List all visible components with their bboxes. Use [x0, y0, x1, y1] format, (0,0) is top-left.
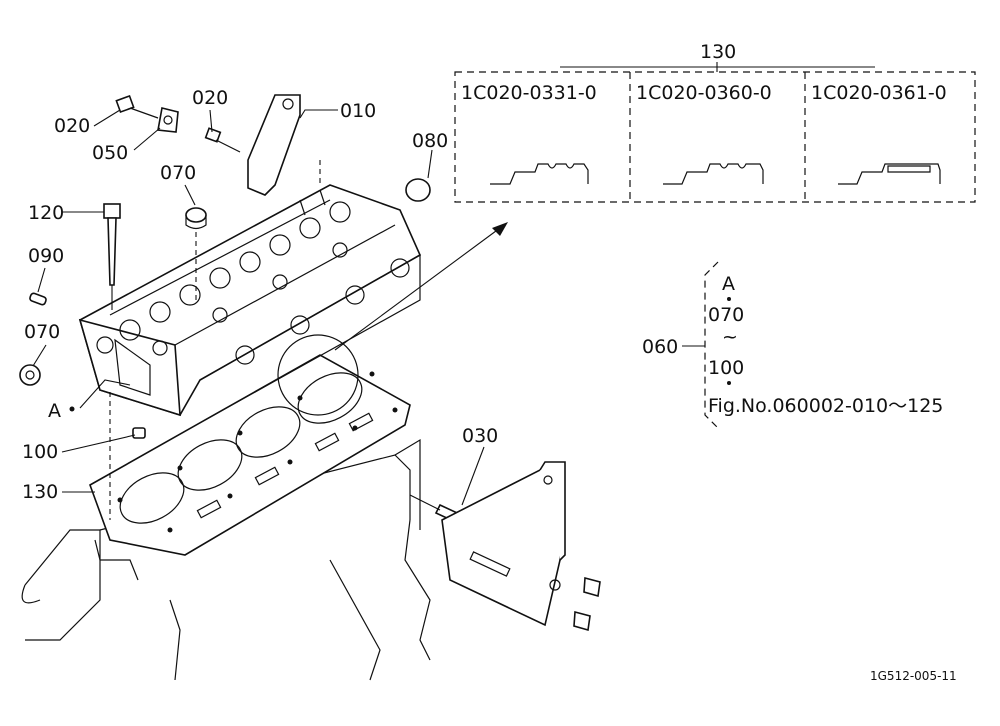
callout-020-right: 020: [192, 87, 228, 109]
callout-010: 010: [340, 100, 376, 122]
callout-090: 090: [28, 245, 64, 267]
callout-a: A: [48, 400, 61, 422]
callout-030: 030: [462, 425, 498, 447]
bolt-020-right: [204, 127, 241, 153]
callout-labels: 010 020 020 050 070 080 120 090 070 A 10…: [22, 41, 736, 503]
plug-080: [405, 178, 431, 202]
kit-060-line-figno: Fig.No.060002-010～125: [708, 395, 943, 417]
kit-060-line-100: 100: [708, 357, 744, 379]
cap-070-top: [185, 207, 207, 230]
bolt-020-left: [115, 94, 159, 119]
variant-3-part-no: 1C020-0361-0: [811, 82, 947, 104]
head-bolt: [103, 203, 121, 310]
gasket-variant-box: 1C020-0331-0 1C020-0360-0 1C020-0361-0: [454, 62, 976, 203]
callout-080: 080: [412, 130, 448, 152]
variant-2-profile: [663, 163, 764, 185]
callout-130-left: 130: [22, 481, 58, 503]
small-bracket: [157, 107, 179, 133]
detail-arrow-line: [334, 227, 501, 351]
kit-060-line-tilde: ~: [722, 326, 738, 348]
leader-lines: [32, 109, 485, 520]
hanger-bracket: [247, 94, 301, 196]
kit-060-line-a: A: [722, 273, 735, 295]
callout-050: 050: [92, 142, 128, 164]
plug-100: [132, 427, 146, 439]
kit-060-bracket: A 070 ~ 100 Fig.No.060002-010～125: [682, 261, 943, 429]
callout-120: 120: [28, 202, 64, 224]
kit-060-line-070: 070: [708, 304, 744, 326]
nut-070-left: [19, 364, 41, 386]
callout-070-left: 070: [24, 321, 60, 343]
head-gasket: [89, 334, 411, 556]
detail-arrow-head: [492, 222, 508, 236]
variant-1-profile: [490, 163, 589, 185]
callout-130-top: 130: [700, 41, 736, 63]
rear-bracket: [441, 461, 601, 632]
variant-1-part-no: 1C020-0331-0: [461, 82, 597, 104]
callout-070-top: 070: [160, 162, 196, 184]
cylinder-head: [78, 184, 422, 421]
callout-020-left: 020: [54, 115, 90, 137]
pin-090: [29, 292, 47, 306]
variant-3-profile: [838, 163, 941, 185]
callout-060: 060: [642, 336, 678, 358]
drawing-number: 1G512-005-11: [870, 669, 957, 683]
callout-100: 100: [22, 441, 58, 463]
variant-2-part-no: 1C020-0360-0: [636, 82, 772, 104]
